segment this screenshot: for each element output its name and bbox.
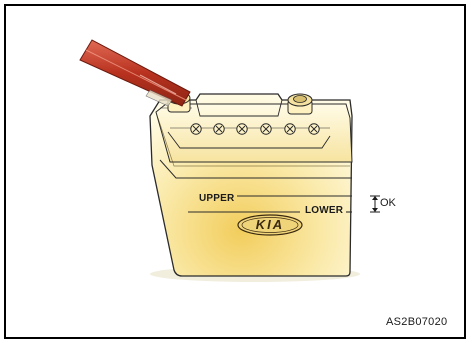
figure-code: AS2B07020 bbox=[386, 317, 447, 328]
cell-cap-icon bbox=[237, 124, 247, 134]
cell-cap-icon bbox=[309, 124, 319, 134]
brand-logo-text: KIA bbox=[238, 218, 302, 231]
lower-level-label: LOWER bbox=[305, 206, 343, 216]
cell-cap-icon bbox=[285, 124, 295, 134]
cell-cap-icon bbox=[214, 124, 224, 134]
cell-cap-icon bbox=[261, 124, 271, 134]
ok-range-label: OK bbox=[380, 198, 396, 209]
battery-lid bbox=[156, 104, 352, 162]
cell-cap-icon bbox=[191, 124, 201, 134]
upper-level-label: UPPER bbox=[199, 194, 234, 204]
level-range-arrow-icon bbox=[370, 196, 380, 212]
positive-terminal bbox=[288, 94, 312, 114]
hydrometer-tube bbox=[80, 40, 190, 106]
